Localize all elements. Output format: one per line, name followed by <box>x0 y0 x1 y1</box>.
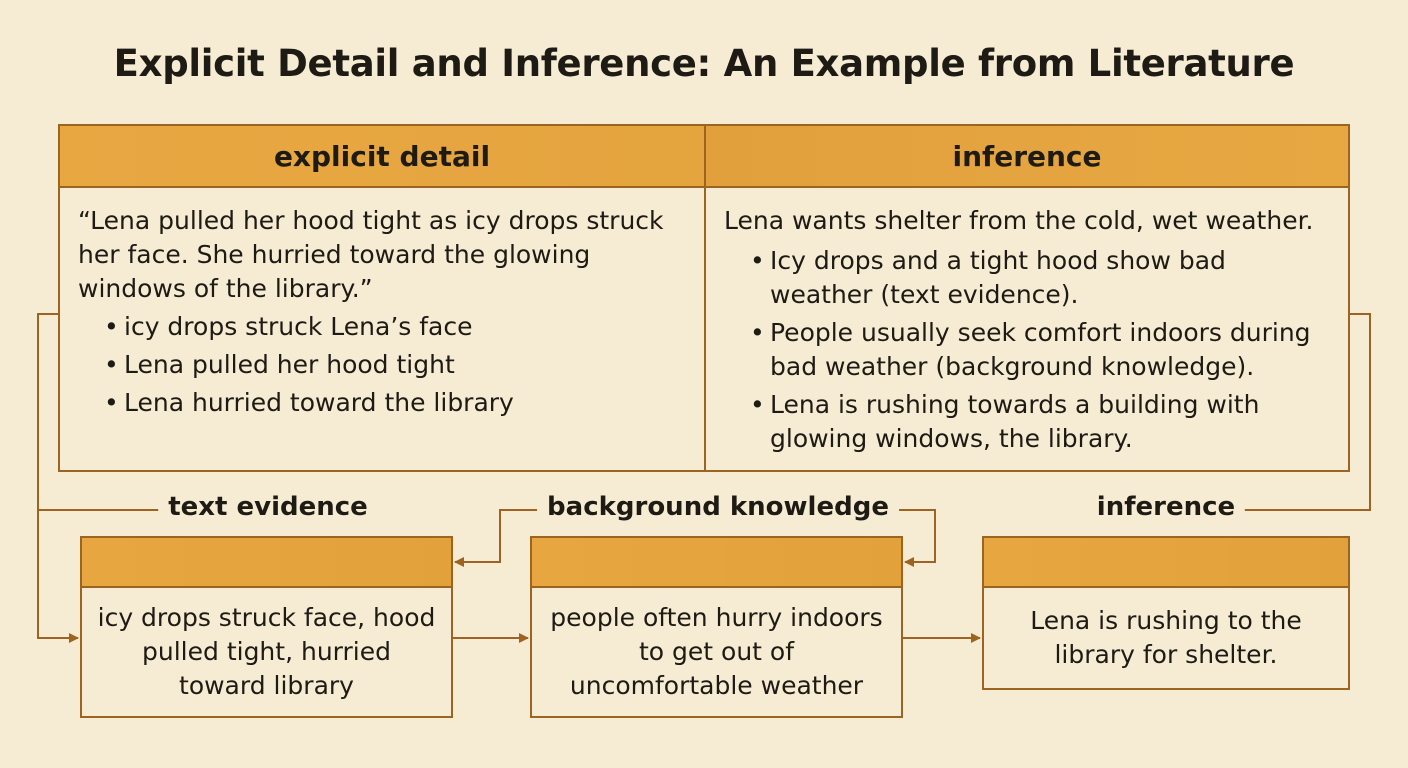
knowledge-box: people often hurry indoors to get out of… <box>530 536 903 718</box>
background-knowledge-label: background knowledge <box>537 492 899 522</box>
list-item: Lena pulled her hood tight <box>104 348 686 382</box>
evidence-box-text: icy drops struck face, hood pulled tight… <box>97 603 436 700</box>
inference-body: Lena wants shelter from the cold, wet we… <box>706 188 1348 456</box>
evidence-box-header <box>82 538 451 588</box>
knowledge-box-header <box>532 538 901 588</box>
text-evidence-label: text evidence <box>158 492 378 522</box>
story-quote: “Lena pulled her hood tight as icy drops… <box>78 206 664 303</box>
detail-inference-table: explicit detail “Lena pulled her hood ti… <box>58 124 1350 472</box>
conclusion-box: Lena is rushing to the library for shelt… <box>982 536 1350 690</box>
list-item: Icy drops and a tight hood show bad weat… <box>750 244 1330 312</box>
list-item: Lena is rushing towards a building with … <box>750 388 1330 456</box>
inference-column: inference Lena wants shelter from the co… <box>706 126 1348 470</box>
list-item: People usually seek comfort indoors duri… <box>750 316 1330 384</box>
evidence-box: icy drops struck face, hood pulled tight… <box>80 536 453 718</box>
page-title: Explicit Detail and Inference: An Exampl… <box>113 42 1295 85</box>
explicit-detail-column: explicit detail “Lena pulled her hood ti… <box>60 126 706 470</box>
inference-statement: Lena wants shelter from the cold, wet we… <box>724 206 1314 235</box>
inference-label: inference <box>1086 492 1246 522</box>
conclusion-box-header <box>984 538 1348 588</box>
explicit-detail-list: icy drops struck Lena’s face Lena pulled… <box>78 310 686 420</box>
inference-header: inference <box>706 126 1348 188</box>
list-item: Lena hurried toward the library <box>104 386 686 420</box>
inference-support-list: Icy drops and a tight hood show bad weat… <box>724 244 1330 456</box>
conclusion-box-text: Lena is rushing to the library for shelt… <box>1030 606 1302 669</box>
list-item: icy drops struck Lena’s face <box>104 310 686 344</box>
explicit-detail-body: “Lena pulled her hood tight as icy drops… <box>60 188 704 420</box>
knowledge-box-text: people often hurry indoors to get out of… <box>550 603 883 700</box>
explicit-detail-header: explicit detail <box>60 126 704 188</box>
